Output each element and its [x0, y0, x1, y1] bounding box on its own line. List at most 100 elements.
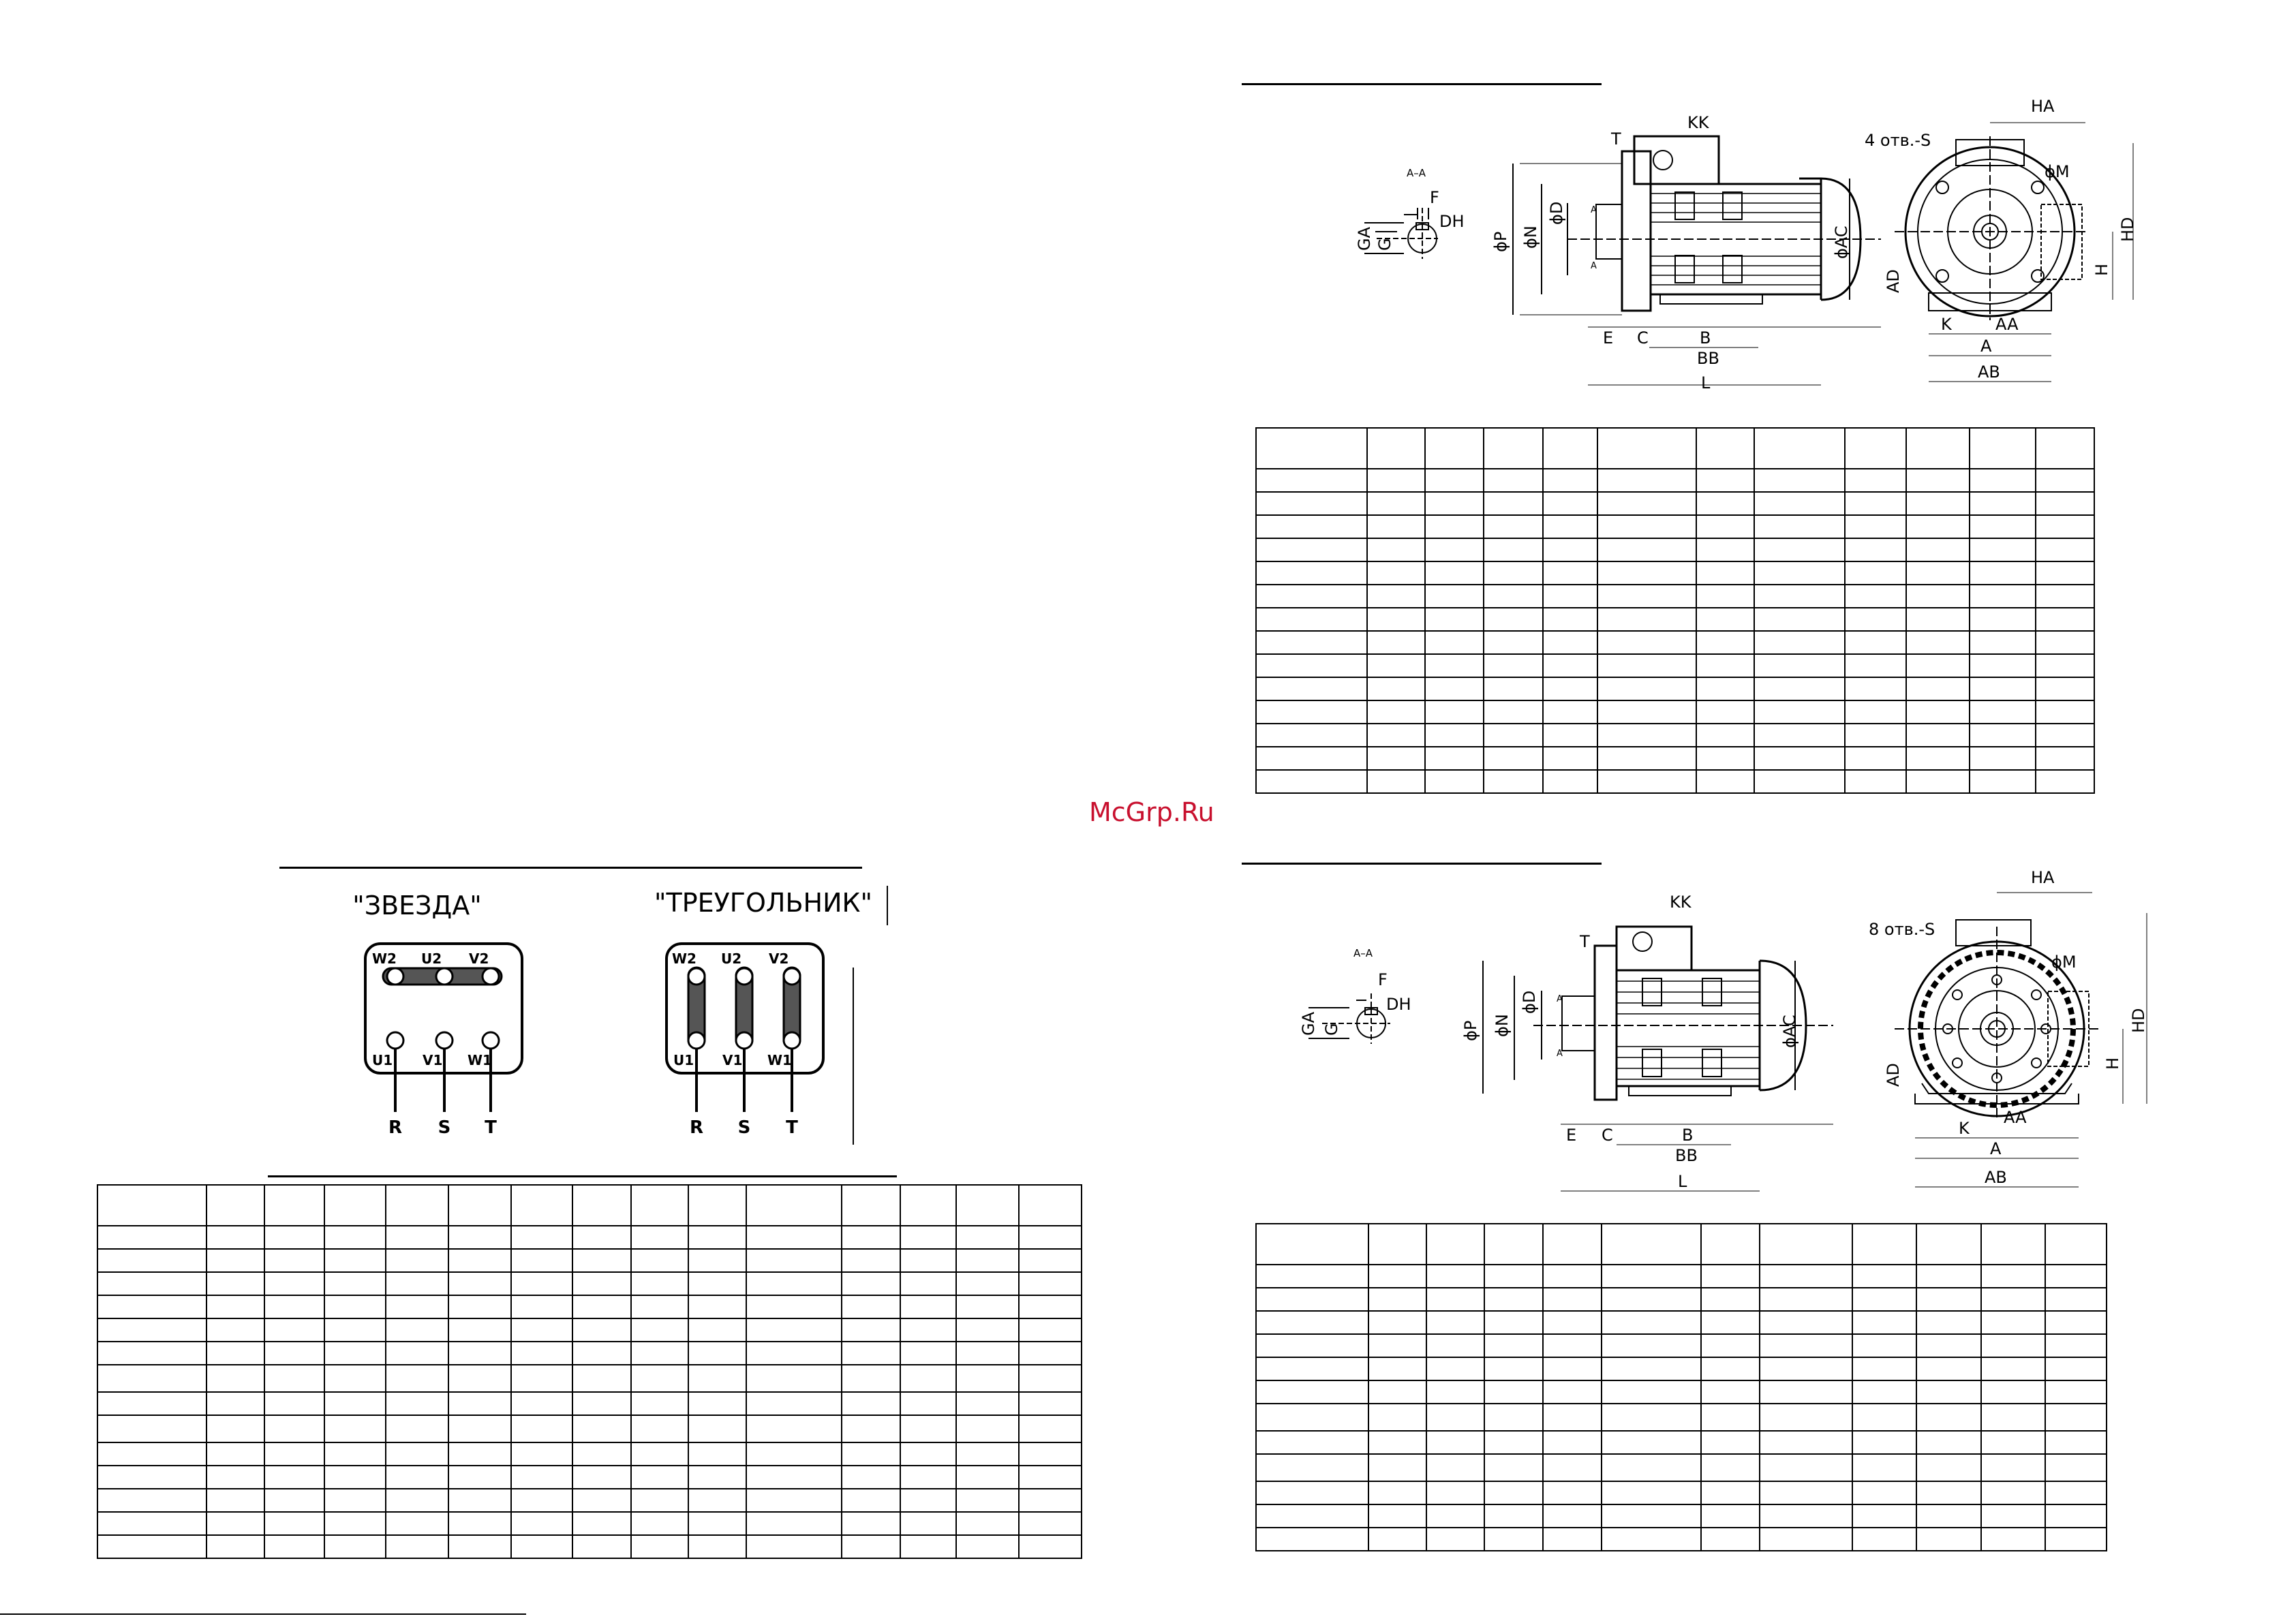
table-cell: [1018, 1318, 1082, 1342]
table-cell: [1542, 1527, 1602, 1551]
table-cell: [206, 1415, 265, 1443]
table-row: [1255, 607, 2095, 632]
table-cell: [385, 1391, 449, 1416]
table-cell: [1905, 427, 1970, 469]
top-shaft-ga: GA: [1355, 226, 1374, 251]
table-cell: [1905, 491, 1970, 516]
table-cell: [1696, 514, 1755, 539]
table-cell: [1426, 1403, 1485, 1432]
table-cell: [324, 1341, 386, 1365]
table-cell: [448, 1415, 512, 1443]
table-cell: [1542, 1430, 1602, 1455]
table-cell: [746, 1391, 842, 1416]
table-cell: [1916, 1504, 1982, 1528]
table-cell: [900, 1318, 957, 1342]
table-cell: [1542, 538, 1598, 562]
table-cell: [385, 1341, 449, 1365]
table-cell: [1483, 700, 1544, 724]
table-cell: [1424, 427, 1484, 469]
table-cell: [746, 1318, 842, 1342]
table-cell: [572, 1184, 632, 1226]
table-cell: [1426, 1481, 1485, 1505]
table-cell: [900, 1391, 957, 1416]
table-cell: [572, 1511, 632, 1536]
table-cell: [1980, 1380, 2046, 1404]
table-cell: [1424, 653, 1484, 678]
table-cell: [1916, 1380, 1982, 1404]
table-cell: [1844, 653, 1907, 678]
table-cell: [1969, 677, 2036, 701]
rule-connection: [279, 867, 862, 869]
table-cell: [1426, 1264, 1485, 1288]
table-cell: [1601, 1453, 1702, 1482]
table-cell: [206, 1534, 265, 1559]
delta-phase-t: T: [786, 1117, 798, 1138]
table-cell: [841, 1364, 901, 1393]
table-cell: [1426, 1430, 1485, 1455]
table-right-top: [1255, 427, 2095, 794]
table-cell: [324, 1534, 386, 1559]
table-cell: [955, 1318, 1020, 1342]
table-cell: [2035, 427, 2095, 469]
top-shaft-dh: DH: [1439, 212, 1465, 231]
table-cell: [1597, 769, 1697, 794]
table-cell: [1597, 630, 1697, 655]
table-cell: [630, 1442, 689, 1466]
table-cell: [1916, 1453, 1982, 1482]
table-cell: [1844, 723, 1907, 747]
table-cell: [1980, 1333, 2046, 1358]
table-cell: [630, 1295, 689, 1319]
table-cell: [206, 1341, 265, 1365]
table-cell: [1601, 1380, 1702, 1404]
table-cell: [1255, 1504, 1369, 1528]
table-row: [1255, 1403, 2107, 1432]
table-cell: [572, 1488, 632, 1513]
table-cell: [206, 1488, 265, 1513]
star-title: "ЗВЕЗДА": [352, 891, 481, 921]
table-cell: [1597, 584, 1697, 608]
table-cell: [841, 1248, 901, 1273]
table-cell: [97, 1225, 207, 1250]
table-cell: [688, 1184, 747, 1226]
table-cell: [1484, 1287, 1544, 1312]
table-cell: [1368, 1223, 1427, 1265]
table-cell: [448, 1488, 512, 1513]
table-cell: [1700, 1310, 1760, 1335]
top-section-mark-2: A: [1591, 261, 1597, 271]
table-row: [1255, 538, 2095, 562]
table-cell: [1696, 746, 1755, 771]
table-cell: [324, 1184, 386, 1226]
table-cell: [2045, 1481, 2107, 1505]
delta-label-v2: V2: [769, 950, 789, 967]
table-cell: [1542, 1357, 1602, 1381]
table-row: [1255, 700, 2095, 724]
table-cell: [97, 1511, 207, 1536]
table-cell: [1542, 607, 1598, 632]
table-cell: [1542, 1287, 1602, 1312]
table-row: [1255, 769, 2095, 794]
table-cell: [746, 1248, 842, 1273]
table-cell: [385, 1465, 449, 1489]
table-cell: [1905, 607, 1970, 632]
table-cell: [1366, 427, 1426, 469]
table-cell: [264, 1391, 325, 1416]
table-cell: [97, 1465, 207, 1489]
table-cell: [264, 1225, 325, 1250]
bottom-end-ad: AD: [1884, 1063, 1903, 1087]
table-cell: [1759, 1264, 1853, 1288]
table-cell: [1969, 700, 2036, 724]
table-cell: [1759, 1481, 1853, 1505]
table-cell: [510, 1318, 573, 1342]
table-cell: [1969, 723, 2036, 747]
table-cell: [2035, 468, 2095, 493]
table-cell: [1483, 491, 1544, 516]
table-cell: [1597, 427, 1697, 469]
table-cell: [1542, 1380, 1602, 1404]
table-cell: [900, 1225, 957, 1250]
table-cell: [630, 1415, 689, 1443]
table-cell: [955, 1341, 1020, 1365]
table-cell: [746, 1184, 842, 1226]
star-phase-r: R: [388, 1117, 402, 1138]
table-cell: [955, 1465, 1020, 1489]
